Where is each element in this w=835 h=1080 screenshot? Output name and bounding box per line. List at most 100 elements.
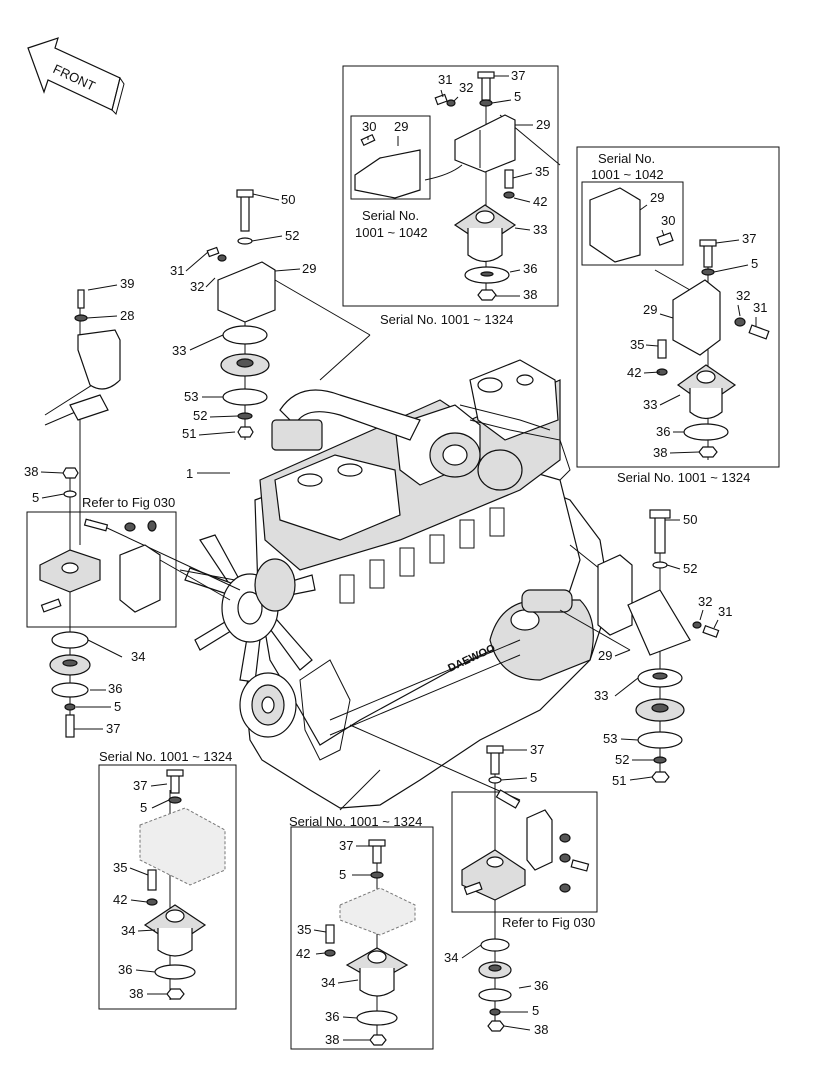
inset-tc-parts (354, 71, 517, 301)
callout-c21: 53 (184, 389, 198, 404)
callout-c16: 29 (302, 261, 316, 276)
callout-c30: 32 (736, 288, 750, 303)
callout-leader-c64 (315, 952, 326, 955)
callout-leader-c18 (87, 284, 118, 291)
callout-c59: 36 (118, 962, 132, 977)
callout-leader-c68 (461, 944, 482, 959)
caption-serial-1324-top: Serial No. 1001 ~ 1324 (380, 312, 513, 327)
callout-leader-c37 (40, 471, 64, 474)
callout-leader-c59 (135, 969, 156, 973)
callout-c53: 5 (530, 770, 537, 785)
callout-c24: 1 (186, 466, 193, 481)
callout-c5: 29 (536, 117, 550, 132)
callout-leader-c49 (620, 738, 639, 741)
callout-c49: 53 (603, 731, 617, 746)
callout-c35: 36 (656, 424, 670, 439)
callout-c31: 31 (753, 300, 767, 315)
callout-c11: 36 (523, 261, 537, 276)
callout-c50: 52 (615, 752, 629, 767)
callout-leader-c65 (337, 979, 359, 984)
callout-leader-c25 (639, 204, 648, 211)
callout-c54: 37 (133, 778, 147, 793)
callout-c29: 29 (643, 302, 657, 317)
bl-inset-parts (139, 769, 226, 1000)
callout-c47: 29 (598, 648, 612, 663)
callout-leader-c17 (205, 277, 216, 288)
callout-leader-c57 (130, 899, 148, 903)
callout-c52: 37 (530, 742, 544, 757)
inset-bottom-center (290, 826, 434, 1050)
callout-c7: 29 (394, 119, 408, 134)
callout-c20: 33 (172, 343, 186, 358)
callout-c15: 31 (170, 263, 184, 278)
callout-c32: 35 (630, 337, 644, 352)
front-arrow: FRONT (27, 37, 125, 115)
callout-leader-c32 (645, 344, 659, 347)
callout-c46: 31 (718, 604, 732, 619)
callout-leader-c16 (274, 268, 301, 272)
callout-c64: 42 (296, 946, 310, 961)
callout-leader-c8 (512, 172, 533, 179)
callout-leader-c26 (661, 229, 665, 237)
callout-c38: 5 (32, 490, 39, 505)
callout-leader-c10 (514, 227, 531, 231)
callout-c13: 50 (281, 192, 295, 207)
callout-c41: 5 (114, 699, 121, 714)
callout-c25: 29 (650, 190, 664, 205)
caption-refer-right: Refer to Fig 030 (502, 915, 595, 930)
callout-c19: 28 (120, 308, 134, 323)
caption-serial-1324-bl: Serial No. 1001 ~ 1324 (99, 749, 232, 764)
left-upper-parts (69, 189, 276, 438)
inset-right-small (581, 181, 684, 266)
callout-leader-c56 (129, 867, 149, 876)
caption-serial-no: Serial No. (362, 208, 419, 223)
callout-c65: 34 (321, 975, 335, 990)
callout-leader-c39 (87, 639, 123, 658)
callout-c70: 5 (532, 1003, 539, 1018)
caption-serial-range-right: 1001 ~ 1042 (591, 167, 664, 182)
callout-c23: 51 (182, 426, 196, 441)
callout-leader-c28 (713, 264, 749, 273)
inset-right (576, 146, 780, 468)
callout-leader-c22 (209, 415, 239, 418)
callout-c67: 38 (325, 1032, 339, 1047)
callout-c68: 34 (444, 950, 458, 965)
callout-c10: 33 (533, 222, 547, 237)
callout-c36: 38 (653, 445, 667, 460)
callout-c57: 42 (113, 892, 127, 907)
engine-assembly: DAEWOO (184, 359, 611, 809)
callout-c22: 52 (193, 408, 207, 423)
callout-c63: 35 (297, 922, 311, 937)
callout-c42: 37 (106, 721, 120, 736)
callout-c9: 42 (533, 194, 547, 209)
callout-c8: 35 (535, 164, 549, 179)
callout-leader-c69 (518, 985, 532, 989)
callout-leader-c58 (137, 929, 156, 932)
callout-c12: 38 (523, 287, 537, 302)
callout-c40: 36 (108, 681, 122, 696)
callout-leader-c54 (150, 783, 168, 787)
callout-leader-c53 (500, 777, 528, 781)
callout-c71: 38 (534, 1022, 548, 1037)
callout-c26: 30 (661, 213, 675, 228)
callout-leader-c30 (737, 304, 741, 317)
callout-c51: 51 (612, 773, 626, 788)
callout-c45: 32 (698, 594, 712, 609)
callout-c62: 5 (339, 867, 346, 882)
callout-leader-c13 (252, 193, 280, 201)
callout-leader-c66 (342, 1016, 358, 1019)
callout-c3: 32 (459, 80, 473, 95)
callout-leader-c23 (198, 431, 236, 436)
callout-leader-c45 (699, 609, 704, 621)
callout-c18: 39 (120, 276, 134, 291)
callout-leader-c3 (453, 96, 459, 102)
callout-leader-c33 (643, 371, 661, 374)
callout-leader-c19 (86, 315, 118, 319)
callout-leader-c47 (614, 649, 631, 657)
callout-leader-c29 (659, 313, 674, 319)
callout-leader-c9 (513, 197, 531, 203)
inset-right-parts (589, 187, 770, 458)
callout-c44: 52 (683, 561, 697, 576)
